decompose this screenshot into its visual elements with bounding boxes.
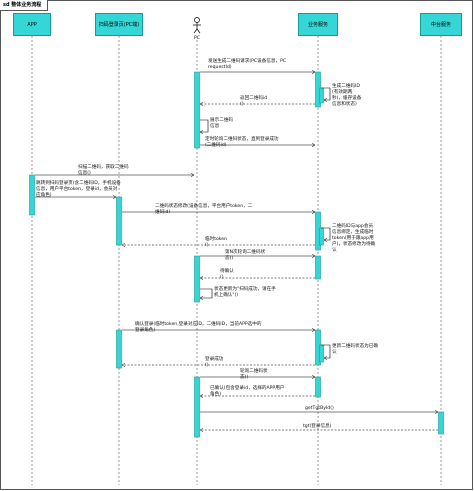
activation-svc-4b xyxy=(319,344,324,363)
msg-13 xyxy=(200,288,213,298)
msg-label-14: 确认登录(临时token,登录对应ID，二维码ID，当前APP选中的 登录角色) xyxy=(135,322,262,333)
activation-pc-4 xyxy=(116,329,122,369)
msg-2 xyxy=(321,87,331,100)
msg-label-16: 登录成功 () xyxy=(205,357,224,368)
msg-label-9: 二维码ID与app会员 信息绑定，生成临时 token(用于跟app用 户)，状… xyxy=(332,224,376,253)
actor-icon xyxy=(193,17,201,34)
msg-label-17: 轮询二维码状 态() xyxy=(240,369,268,380)
diagram-title: sd 整体业务流程 xyxy=(0,0,49,11)
msg-label-19: getTgtById() xyxy=(305,406,334,411)
msg-label-11: 第N次轮询二维码状 态() xyxy=(225,250,266,261)
msg-label-12: 待确认 () xyxy=(220,269,234,280)
msg-4 xyxy=(200,119,209,132)
activation-svc-2b xyxy=(319,227,324,246)
msg-label-1: 发送生成二维码请求(PC设备信息，PC requestId) xyxy=(208,59,287,70)
msg-9 xyxy=(321,227,331,240)
participant-app: APP xyxy=(13,13,51,36)
activation-pc-2 xyxy=(116,196,122,246)
activation-svc-3 xyxy=(315,255,321,280)
msg-label-3: 返回二维码id () xyxy=(240,96,268,107)
activation-pc-3 xyxy=(194,255,200,303)
participant-business-service: 业务服务 xyxy=(298,13,338,36)
msg-label-8: 二维码状态修改(设备信息，平台用户token，二 维码id) xyxy=(155,204,253,215)
participant-middle-service: 中台服务 xyxy=(420,13,462,36)
msg-label-13: 状态更新为"扫码成功，请在手 机上确认"() xyxy=(214,287,276,298)
activation-svc-1b xyxy=(319,87,324,104)
msg-label-4: 展示二维码 信息 xyxy=(210,118,233,129)
actor-label: PC xyxy=(194,35,200,41)
msg-label-5: 定时轮询二维码状态，直到登录成功 (二维码id) xyxy=(205,137,279,148)
activation-svc-5 xyxy=(315,376,321,398)
activation-bars xyxy=(29,71,444,438)
msg-label-20: tgt(登录信息) xyxy=(303,424,332,429)
msg-label-10: 临时token () xyxy=(205,237,228,248)
msg-label-15: 更新二维码状态为已确 认 xyxy=(332,344,378,355)
msg-label-2: 生成二维码ID (有效期两 秒)，缓存设备 信息和状态) xyxy=(332,84,362,107)
activation-pc-1 xyxy=(194,71,200,149)
msg-label-18: 已确认(包含登录id，选择的APP用户 角色) xyxy=(210,386,285,397)
msg-15 xyxy=(321,344,331,358)
participant-pc-login-page: 扫码登录页(PC端) xyxy=(95,13,143,36)
activation-mid-1 xyxy=(438,411,444,435)
activation-app-1 xyxy=(29,174,35,216)
msg-label-6: 扫描二维码，获取二维码 信息() xyxy=(78,165,129,176)
msg-label-7: 跳转到扫码登录页(含二维码ID，手机设备 信息，用户平台token，登录id，会… xyxy=(36,181,121,198)
activation-pc-5 xyxy=(194,376,200,438)
